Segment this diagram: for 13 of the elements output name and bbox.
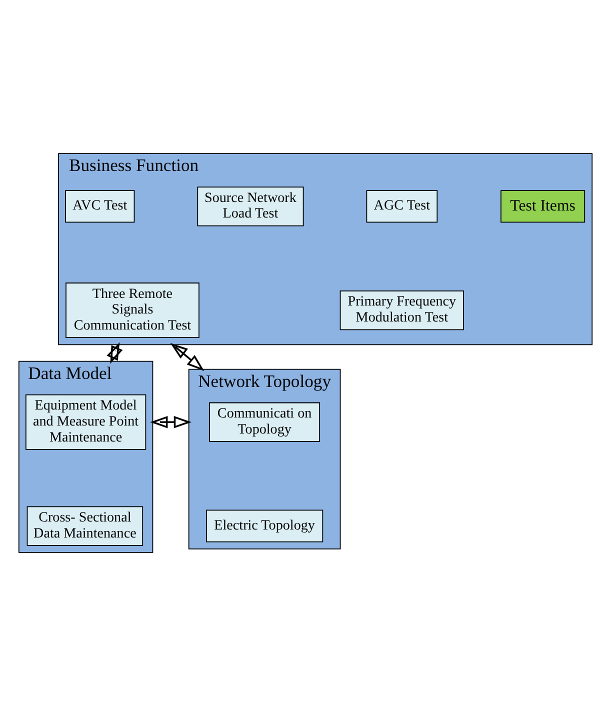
arrow (106, 342, 123, 364)
node-box: Communicati on Topology (209, 402, 320, 442)
node-box: AGC Test (366, 190, 438, 223)
node-box: Electric Topology (206, 510, 324, 542)
node-box: Three Remote Signals Communication Test (66, 282, 200, 338)
node-box: Primary Frequency Modulation Test (340, 290, 464, 330)
arrow (150, 416, 192, 428)
arrow (170, 343, 204, 371)
node-box: Cross- Sectional Data Maintenance (26, 506, 144, 546)
node-box: AVC Test (65, 190, 135, 223)
node-box: Test Items (500, 190, 586, 223)
node-box: Equipment Model and Measure Point Maintenance (26, 394, 146, 450)
node-box: Source Network Load Test (197, 186, 304, 226)
